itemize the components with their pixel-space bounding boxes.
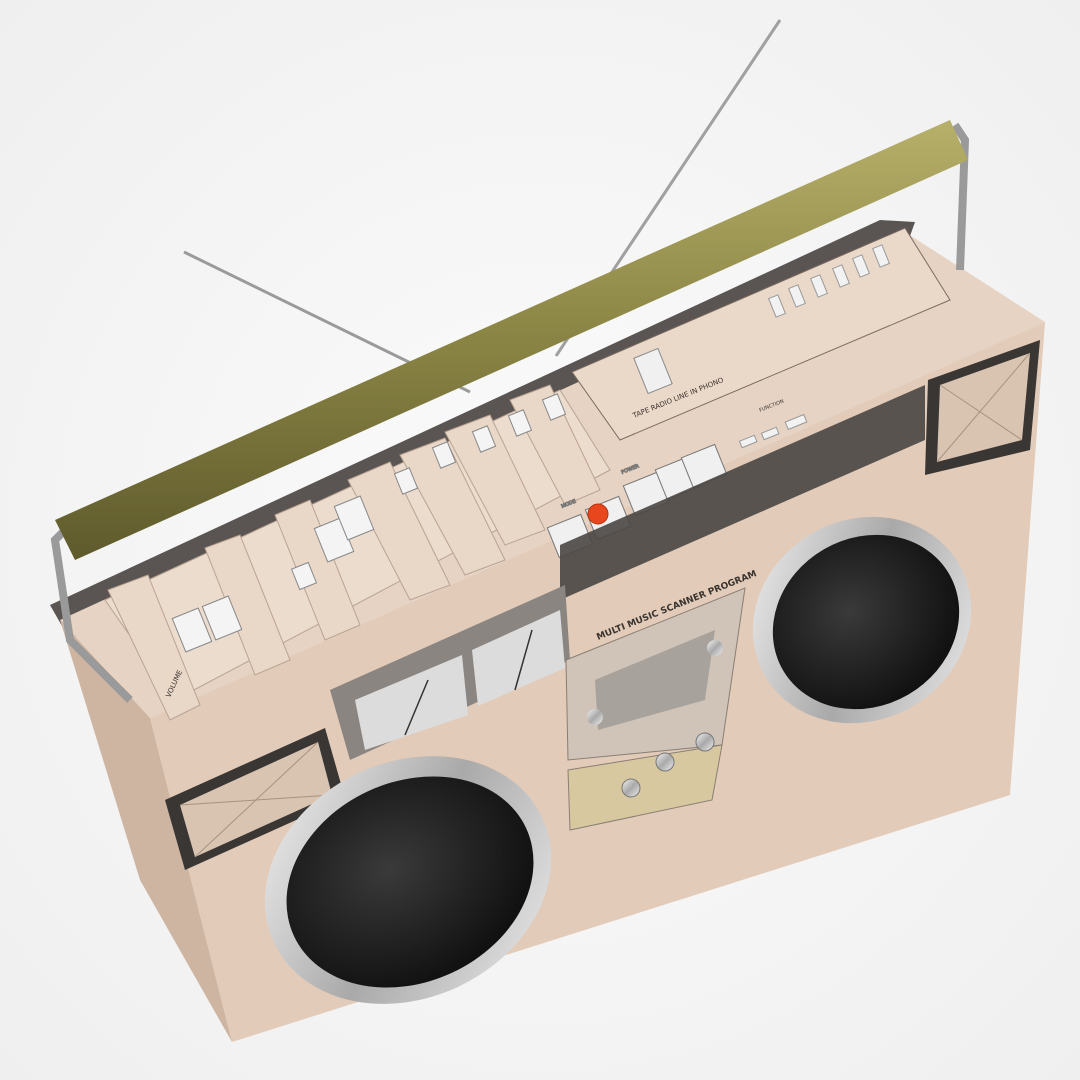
tone-knob[interactable] xyxy=(655,752,675,772)
meter-needle xyxy=(514,629,533,691)
slider-strip xyxy=(509,384,601,506)
slider-knob[interactable] xyxy=(201,595,243,641)
volume-slider-knob[interactable] xyxy=(171,607,213,653)
carry-handle[interactable] xyxy=(50,120,970,703)
preset-button[interactable] xyxy=(871,244,891,268)
power-button[interactable] xyxy=(587,503,609,525)
slider-knob[interactable] xyxy=(507,409,533,437)
function-button[interactable] xyxy=(738,434,758,449)
slider-strip xyxy=(274,499,361,641)
vu-meter-right xyxy=(472,610,565,706)
slider-knob[interactable] xyxy=(431,441,457,469)
slider-knob[interactable] xyxy=(471,425,497,453)
tone-knob[interactable] xyxy=(621,778,641,798)
handle-bracket-right xyxy=(951,122,970,271)
preset-button[interactable] xyxy=(809,274,829,298)
function-button[interactable] xyxy=(760,426,780,441)
slider-strip xyxy=(204,534,291,676)
slider-strip xyxy=(107,574,201,721)
slider-strip xyxy=(444,414,546,546)
cassette-knob[interactable] xyxy=(707,640,723,656)
vu-meter-left xyxy=(355,655,468,750)
vu-meters xyxy=(330,585,570,760)
handle-grip[interactable] xyxy=(55,120,968,560)
slider-strip xyxy=(399,437,506,576)
preset-button[interactable] xyxy=(787,284,807,308)
slider-knob[interactable] xyxy=(393,467,419,495)
slider-knob[interactable] xyxy=(333,495,375,541)
function-button[interactable] xyxy=(784,413,808,431)
preset-button[interactable] xyxy=(767,294,787,318)
cassette-deck xyxy=(565,587,746,831)
function-panel: TAPE RADIO LINE IN PHONO FUNCTION xyxy=(571,227,951,449)
tuner-dial xyxy=(560,385,925,600)
slider-knob[interactable] xyxy=(290,561,318,591)
tweeter-left xyxy=(165,728,345,870)
tone-knob[interactable] xyxy=(695,732,715,752)
tone-panel xyxy=(567,744,723,831)
speaker-right xyxy=(752,516,972,724)
meter-needle xyxy=(404,679,429,736)
function-panel-plate xyxy=(571,227,951,441)
slider-controls: VOLUME xyxy=(104,384,611,721)
function-selector-switch[interactable] xyxy=(633,347,673,395)
preset-button[interactable] xyxy=(851,254,871,278)
slider-strip xyxy=(347,461,451,601)
cassette-knob[interactable] xyxy=(587,709,603,725)
preset-button[interactable] xyxy=(831,264,851,288)
speaker-left xyxy=(264,756,552,1004)
slider-knob[interactable] xyxy=(541,393,567,421)
tweeter-right xyxy=(925,340,1040,475)
cassette-window xyxy=(595,630,715,730)
left-side xyxy=(60,620,232,1042)
speaker-cone xyxy=(772,534,960,710)
speaker-cone xyxy=(286,776,534,988)
